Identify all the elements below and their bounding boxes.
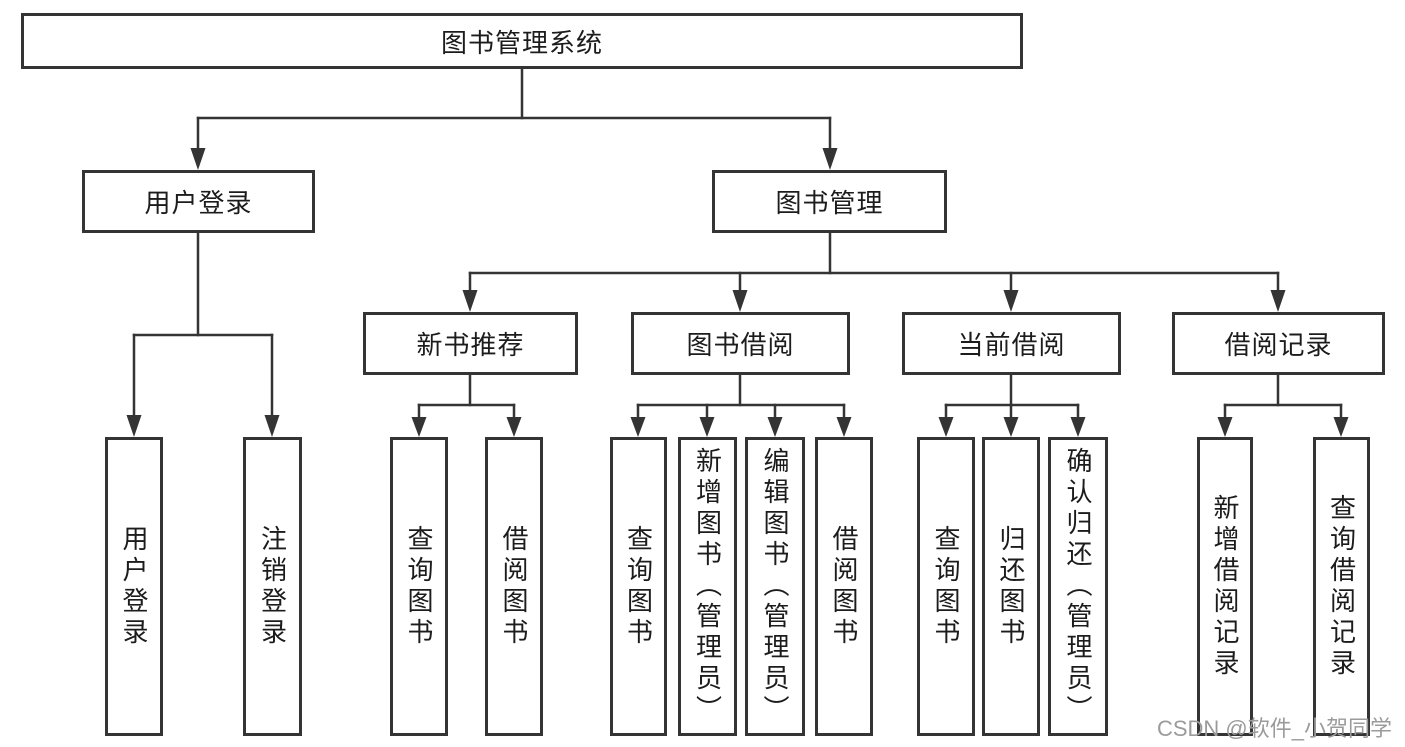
node-bb-borrow-book: 借阅图书	[815, 437, 873, 736]
node-cb-return-book: 归还图书	[982, 437, 1040, 736]
node-logout: 注销登录	[243, 437, 302, 736]
node-br-add-record: 新增借阅记录	[1197, 437, 1253, 736]
node-book-mgmt: 图书管理	[712, 170, 947, 233]
csdn-watermark: CSDN @软件_小贺同学	[1156, 716, 1392, 741]
edge-root-to-level2	[190, 67, 838, 170]
node-login: 用户登录	[105, 437, 163, 736]
node-book-borrow: 图书借阅	[631, 312, 850, 375]
node-cb-query-book: 查询图书	[917, 437, 975, 736]
node-br-query-record: 查询借阅记录	[1313, 437, 1370, 736]
node-rec-query-book: 查询图书	[390, 437, 448, 736]
node-user-login: 用户登录	[82, 170, 315, 233]
edge-new-book-rec-children	[411, 373, 522, 437]
node-current-borrow: 当前借阅	[902, 312, 1121, 375]
node-bb-edit-book-label: 编辑图书（管理员）	[760, 447, 790, 726]
node-bb-query-book: 查询图书	[610, 437, 667, 736]
node-bb-edit-book: 编辑图书（管理员）	[745, 437, 805, 736]
node-rec-borrow-book: 借阅图书	[485, 437, 543, 736]
node-rec-query-book-label: 查询图书	[404, 524, 434, 649]
edge-book-mgmt-children	[462, 231, 1286, 312]
node-root-label: 图书管理系统	[440, 27, 603, 58]
node-rec-borrow-book-label: 借阅图书	[499, 524, 529, 649]
node-root: 图书管理系统	[21, 13, 1023, 69]
node-cb-return-book-label: 归还图书	[996, 524, 1026, 649]
node-book-mgmt-label: 图书管理	[775, 188, 884, 218]
node-br-add-record-label: 新增借阅记录	[1210, 493, 1240, 680]
node-login-label: 用户登录	[119, 524, 149, 649]
node-borrow-records-label: 借阅记录	[1224, 330, 1333, 360]
node-current-borrow-label: 当前借阅	[957, 330, 1066, 360]
edge-current-borrow-children	[938, 373, 1086, 437]
edge-book-borrow-children	[630, 373, 852, 437]
node-logout-label: 注销登录	[257, 524, 288, 649]
node-bb-add-book-label: 新增图书（管理员）	[692, 447, 723, 726]
node-borrow-records: 借阅记录	[1172, 312, 1385, 375]
edge-borrow-records-children	[1217, 373, 1349, 437]
node-cb-query-book-label: 查询图书	[931, 524, 961, 649]
node-bb-add-book: 新增图书（管理员）	[678, 437, 737, 736]
node-bb-query-book-label: 查询图书	[623, 524, 654, 649]
node-cb-confirm-return: 确认归还（管理员）	[1048, 437, 1108, 736]
edge-user-login-children	[126, 231, 280, 437]
node-book-borrow-label: 图书借阅	[686, 330, 795, 360]
node-user-login-label: 用户登录	[144, 188, 253, 218]
node-cb-confirm-return-label: 确认归还（管理员）	[1063, 447, 1093, 726]
node-new-book-rec-label: 新书推荐	[416, 330, 525, 360]
node-bb-borrow-book-label: 借阅图书	[829, 524, 859, 649]
node-br-query-record-label: 查询借阅记录	[1326, 493, 1357, 680]
node-new-book-rec: 新书推荐	[363, 312, 578, 375]
